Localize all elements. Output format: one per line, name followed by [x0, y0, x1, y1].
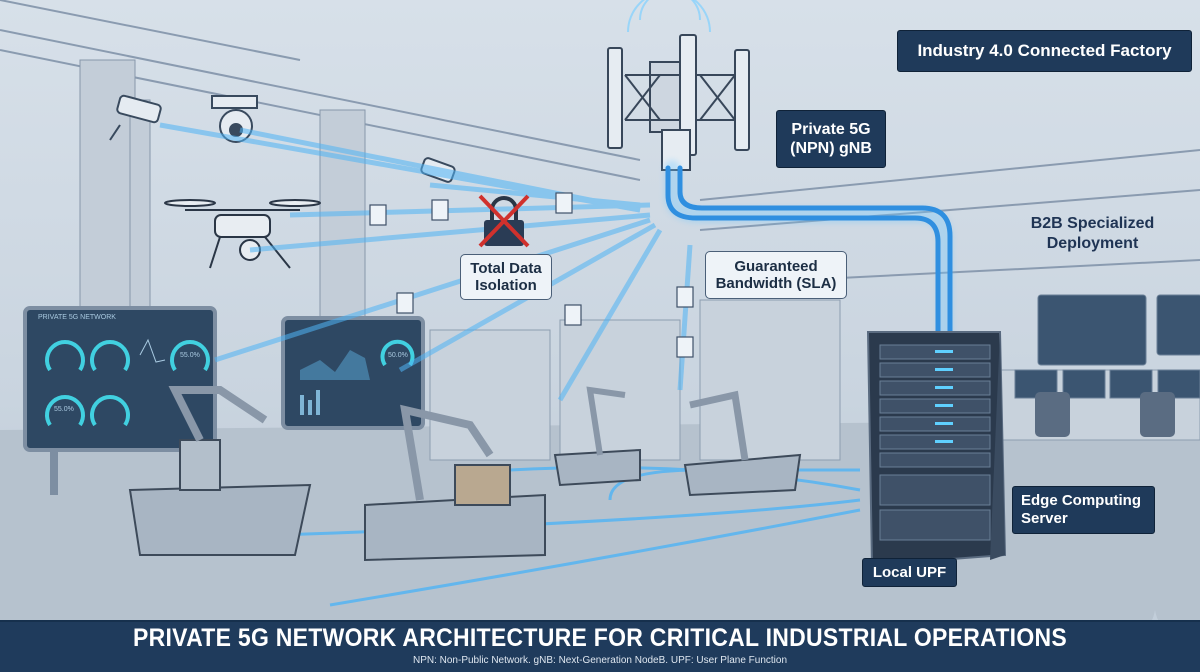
- background-machinery: [429, 299, 1200, 461]
- chairs: [1035, 392, 1175, 437]
- server-rack-icon: [866, 331, 1007, 567]
- footer-banner: PRIVATE 5G NETWORK ARCHITECTURE FOR CRIT…: [0, 620, 1200, 672]
- bandwidth-label-line: Guaranteed: [734, 257, 818, 275]
- gnb-label: Private 5G (NPN) gNB: [776, 110, 886, 168]
- isolation-label-line: Total Data: [470, 259, 542, 277]
- dashboard-title: PRIVATE 5G NETWORK: [38, 314, 116, 321]
- dashboard-gauge-value: 55.0%: [54, 406, 74, 413]
- b2b-label-line: B2B Specialized: [1030, 215, 1155, 232]
- edge-label-line: Edge Computing: [1021, 492, 1141, 509]
- fiber-cables: [664, 160, 953, 343]
- footer-title: PRIVATE 5G NETWORK ARCHITECTURE FOR CRIT…: [133, 624, 1067, 652]
- dashboard-gauge-value: 55.0%: [180, 352, 200, 359]
- bandwidth-label: Guaranteed Bandwidth (SLA): [705, 251, 847, 299]
- b2b-label: B2B Specialized Deployment: [1020, 214, 1165, 254]
- edge-server-label: Edge Computing Server: [1012, 486, 1155, 534]
- edge-label-line: Server: [1021, 510, 1068, 527]
- isolation-label: Total Data Isolation: [460, 254, 552, 300]
- upf-label: Local UPF: [862, 558, 957, 587]
- document-icon: [369, 192, 694, 358]
- header-title: Industry 4.0 Connected Factory: [897, 30, 1192, 72]
- bandwidth-label-line: Bandwidth (SLA): [715, 275, 837, 292]
- lock-icon: [478, 194, 530, 248]
- robot-arm-icon: [128, 386, 802, 562]
- footer-note: NPN: Non-Public Network. gNB: Next-Gener…: [412, 655, 788, 666]
- middle-dashboard-monitor: [281, 316, 425, 430]
- gnb-label-line: (NPN) gNB: [790, 140, 872, 157]
- left-dashboard-monitor: [23, 306, 217, 495]
- dome-camera-icon: [211, 95, 258, 143]
- cell-tower-icon: [607, 0, 750, 171]
- drone-icon: [164, 199, 321, 269]
- dashboard-gauge-value: 50.0%: [388, 352, 408, 359]
- b2b-label-line: Deployment: [1046, 235, 1139, 252]
- isolation-label-line: Isolation: [475, 277, 537, 294]
- gnb-label-line: Private 5G: [791, 120, 871, 138]
- wall-monitors: [1014, 294, 1200, 399]
